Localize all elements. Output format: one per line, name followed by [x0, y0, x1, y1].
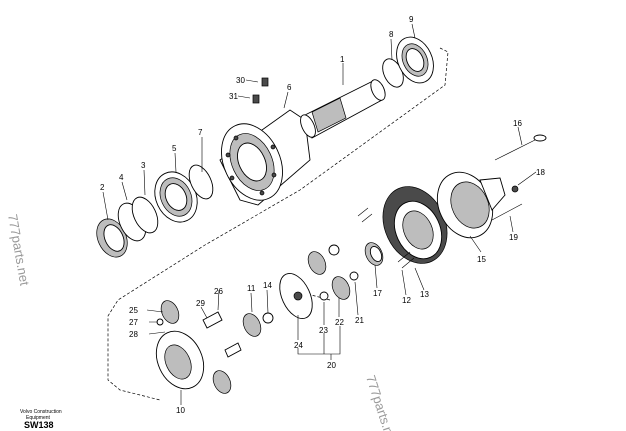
brand-line-2: Equipment — [26, 415, 51, 421]
callout-11: 11 — [247, 284, 256, 293]
needle-bearing — [242, 313, 262, 337]
seal-ring — [96, 218, 128, 258]
callout-2: 2 — [100, 183, 105, 192]
cover-bolt — [491, 203, 523, 221]
plug-31 — [252, 94, 260, 104]
callout-16: 16 — [513, 119, 522, 128]
callout-12: 12 — [402, 296, 411, 305]
roller-bearing-small — [396, 36, 434, 84]
leader-lines — [102, 23, 537, 405]
watermark-bottom: 777parts.n — [363, 373, 396, 431]
roller-bearing-large — [154, 171, 198, 223]
callout-5: 5 — [172, 144, 177, 153]
breather-plug — [511, 185, 519, 193]
callout-20: 20 — [327, 361, 336, 370]
sun-gear — [364, 242, 384, 266]
callout-22: 22 — [335, 318, 344, 327]
shim-ring — [131, 196, 159, 234]
planet-gear-25 — [160, 300, 180, 324]
callout-19: 19 — [509, 233, 518, 242]
figure-code: SW138 — [24, 420, 54, 430]
callout-26: 26 — [214, 287, 223, 296]
callout-8: 8 — [389, 30, 394, 39]
callout-14: 14 — [263, 281, 272, 290]
planet-carrier — [155, 330, 205, 390]
callout-1: 1 — [340, 55, 345, 64]
pins-26-29 — [202, 311, 242, 358]
plug-30 — [261, 77, 269, 87]
cover-plate — [436, 171, 506, 239]
callout-4: 4 — [119, 173, 124, 182]
wheel-hub — [219, 109, 311, 206]
ring-gear — [382, 186, 448, 264]
pins-12 — [397, 251, 415, 269]
callout-13: 13 — [420, 290, 429, 299]
callout-7: 7 — [198, 128, 203, 137]
planet-gear-right — [331, 276, 351, 300]
callout-30: 30 — [236, 76, 245, 85]
callout-31: 31 — [229, 92, 238, 101]
callout-25: 25 — [129, 306, 138, 315]
callout-15: 15 — [477, 255, 486, 264]
planet-gear-upper — [307, 251, 327, 275]
thrust-washer — [328, 244, 340, 256]
drive-shaft — [300, 79, 386, 139]
carrier-plate — [279, 273, 313, 319]
washer-23 — [319, 291, 329, 301]
callout-23: 23 — [319, 326, 328, 335]
callout-28: 28 — [129, 330, 138, 339]
washer-21 — [349, 271, 359, 281]
callout-21: 21 — [355, 316, 364, 325]
callout-29: 29 — [196, 299, 205, 308]
callout-3: 3 — [141, 161, 146, 170]
floating-seal — [188, 164, 214, 200]
callout-17: 17 — [373, 289, 382, 298]
callout-10: 10 — [176, 406, 185, 415]
callout-9: 9 — [409, 15, 414, 24]
callout-18: 18 — [536, 168, 545, 177]
dipstick — [494, 134, 547, 161]
brand-line-1: Volvo Construction — [20, 409, 62, 415]
planet-gear-lower — [212, 370, 232, 394]
washer-14 — [262, 312, 274, 324]
callout-6: 6 — [287, 83, 292, 92]
watermark-left: 777parts.net — [5, 213, 32, 287]
callout-27: 27 — [129, 318, 138, 327]
pins-ring — [357, 207, 373, 223]
callout-24: 24 — [294, 341, 303, 350]
